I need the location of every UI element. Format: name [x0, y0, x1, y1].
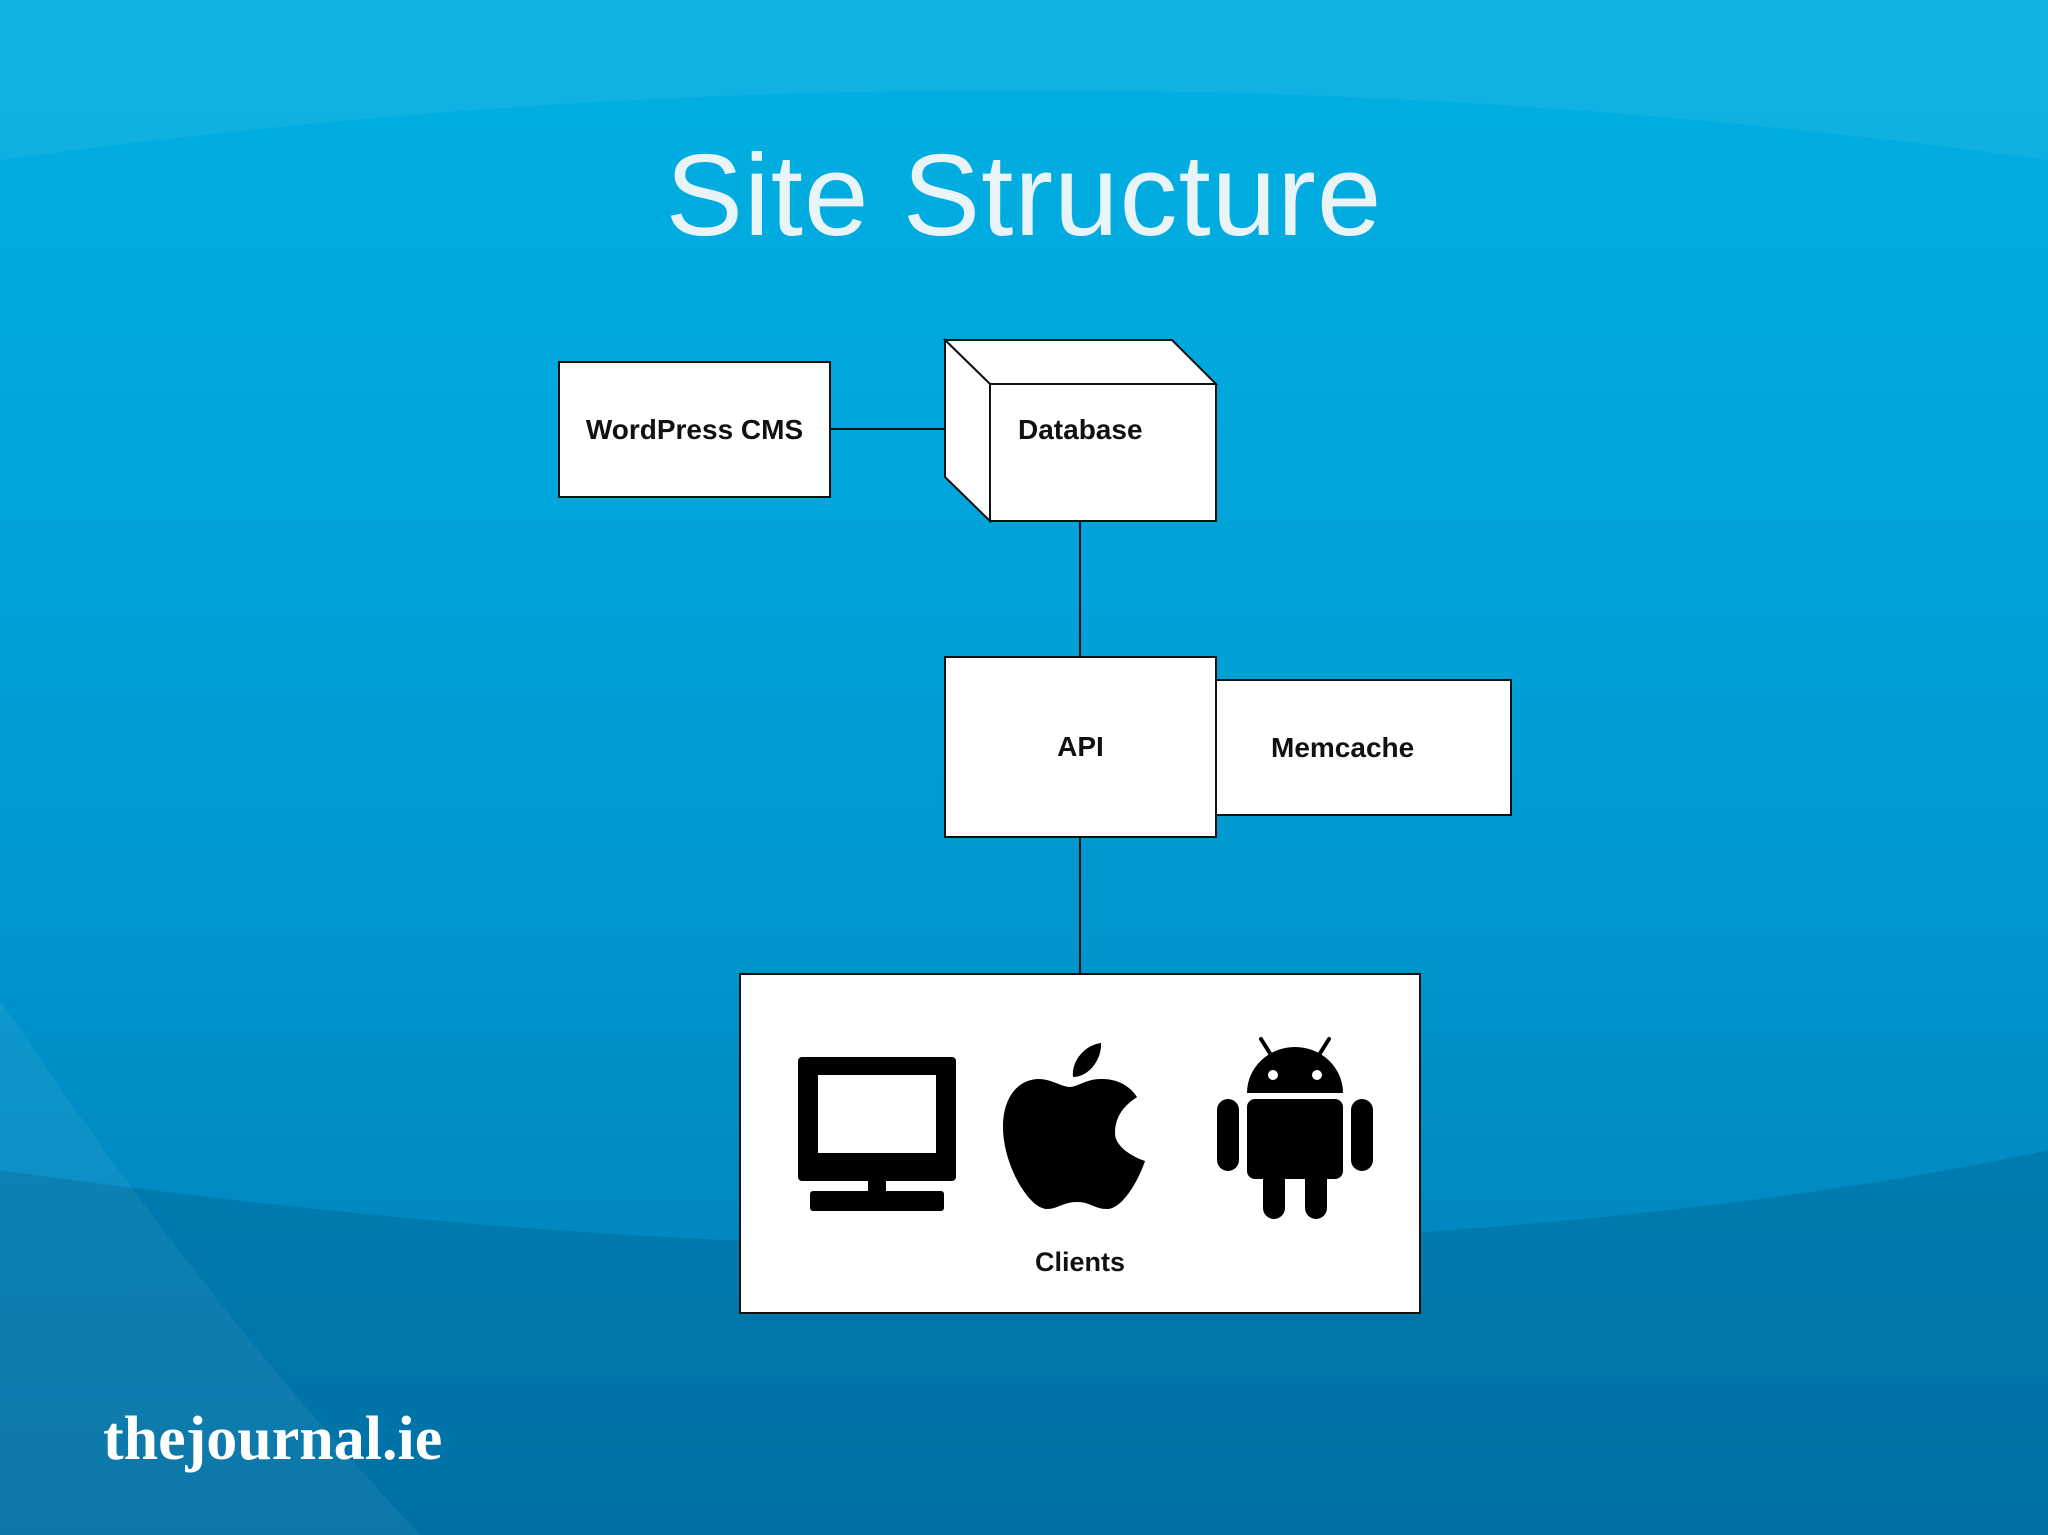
apple-icon — [1003, 1043, 1145, 1209]
thejournal-logo: thejournal.ie — [103, 1405, 443, 1473]
memcache-label: Memcache — [1271, 731, 1415, 763]
api-box: API — [944, 656, 1217, 838]
desktop-monitor-icon — [798, 1057, 956, 1211]
memcache-box: Memcache — [1214, 679, 1512, 816]
database-label: Database — [1018, 414, 1143, 445]
database-box: Database — [990, 384, 1216, 521]
wordpress-cms-box: WordPress CMS — [558, 361, 831, 498]
wordpress-cms-label: WordPress CMS — [585, 413, 804, 445]
api-label: API — [1057, 731, 1104, 762]
slide-title: Site Structure — [665, 130, 1383, 260]
android-icon — [1217, 1037, 1373, 1219]
clients-box: Clients — [739, 973, 1421, 1314]
clients-label: Clients — [1034, 1247, 1126, 1277]
